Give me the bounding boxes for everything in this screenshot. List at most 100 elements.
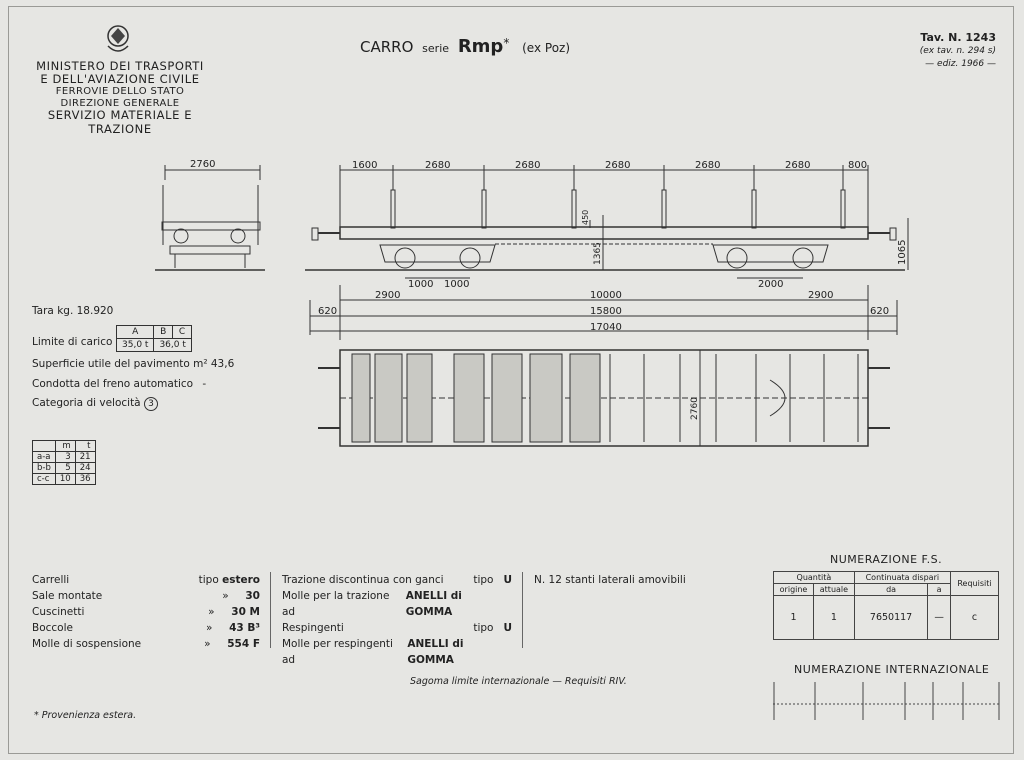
dim-top: 2680 <box>695 160 720 171</box>
list-item: Molle di sospensione» 554 F <box>32 636 260 652</box>
dim-plan-2760: 2760 <box>690 397 700 420</box>
h-quantita: Quantità <box>773 571 855 584</box>
mt-head: m <box>54 440 76 452</box>
condotta: Condotta del freno automatico - <box>32 378 206 390</box>
item-value: estero <box>222 574 260 586</box>
item-key: Carrelli <box>32 574 70 586</box>
dim-10000: 10000 <box>590 290 622 301</box>
num-cell: 1 <box>813 595 855 640</box>
tav-block: Tav. N. 1243 (ex tav. n. 294 s) — ediz. … <box>920 30 996 71</box>
categoria-value: 3 <box>143 397 158 411</box>
dim-bogie: 2000 <box>758 279 783 290</box>
superficie: Superficie utile del pavimento m² 43,6 <box>32 358 235 370</box>
item-value: ANELLI di GOMMA <box>407 638 464 666</box>
cap-head: A <box>115 325 155 339</box>
dim-end-width: 2760 <box>190 159 215 170</box>
h-attuale: attuale <box>813 583 855 596</box>
ministry-line: FERROVIE DELLO STATO <box>55 86 185 98</box>
num-cell: c <box>949 595 1000 640</box>
dim-top: 2680 <box>605 160 630 171</box>
side-view <box>305 165 909 340</box>
drawing-frame <box>8 6 1014 754</box>
title-name: Rmp <box>457 36 504 57</box>
numerazione-int-title: NUMERAZIONE INTERNAZIONALE <box>794 663 990 676</box>
numerazione-int-grid <box>773 682 1001 720</box>
item-key: Molle di sospensione <box>32 638 142 650</box>
plan-view <box>318 349 890 447</box>
dim-17040: 17040 <box>590 322 622 333</box>
dim-top: 1600 <box>352 160 377 171</box>
dim-620a: 620 <box>318 306 337 317</box>
mt-cell: b-b <box>32 462 56 474</box>
dim-2900a: 2900 <box>375 290 400 301</box>
condotta-value: - <box>202 378 207 390</box>
dim-620b: 620 <box>870 306 889 317</box>
item-key: Trazione discontinua con ganci <box>282 574 444 586</box>
limite-label: Limite di carico <box>32 336 113 348</box>
end-view <box>155 165 265 271</box>
item-value: 43 B³ <box>229 622 260 634</box>
tav-number: Tav. N. 1243 <box>920 31 996 44</box>
list-item: Sale montate» 30 <box>32 588 260 604</box>
divider <box>522 572 523 648</box>
item-mark: tipo <box>473 574 494 586</box>
stanti-note: N. 12 stanti laterali amovibili <box>534 574 686 586</box>
h-continuata: Continuata dispari <box>853 571 951 584</box>
item-mark: » <box>222 590 229 602</box>
dim-bogie: 1000 <box>408 279 433 290</box>
dim-1065: 1065 <box>897 240 908 265</box>
divider <box>270 572 271 648</box>
dim-15800: 15800 <box>590 306 622 317</box>
item-mark: tipo <box>473 622 494 634</box>
h-da: da <box>853 583 929 596</box>
categoria-label: Categoria di velocità <box>32 397 141 409</box>
dim-top: 800 <box>848 160 867 171</box>
h-origine: origine <box>772 583 815 596</box>
footnote: * Provenienza estera. <box>34 710 137 721</box>
numerazione-fs-title: NUMERAZIONE F.S. <box>830 553 943 566</box>
dim-2900b: 2900 <box>808 290 833 301</box>
list-item: Cuscinetti» 30 M <box>32 604 260 620</box>
mt-head: t <box>74 440 96 452</box>
mt-cell: 3 <box>54 451 76 463</box>
categoria: Categoria di velocità 3 <box>32 397 158 411</box>
list-item: Boccole» 43 B³ <box>32 620 260 636</box>
edition: — ediz. 1966 — <box>925 58 996 69</box>
cap-val: 36,0 t <box>153 338 192 352</box>
emblem-icon <box>107 25 129 52</box>
mt-cell: c-c <box>32 473 56 485</box>
item-value: ANELLI di GOMMA <box>405 590 462 618</box>
page-title: CARRO serie Rmp* (ex Poz) <box>360 36 570 57</box>
dim-1365: 1365 <box>593 242 603 265</box>
condotta-label: Condotta del freno automatico <box>32 378 194 390</box>
dim-top: 2680 <box>425 160 450 171</box>
num-cell: — <box>927 595 951 640</box>
item-key: Cuscinetti <box>32 606 85 618</box>
tav-sub: (ex tav. n. 294 s) <box>919 46 996 57</box>
item-mark: » <box>205 622 213 634</box>
sagoma-note: Sagoma limite internazionale — Requisiti… <box>410 676 627 687</box>
mt-cell: a-a <box>32 451 56 463</box>
mt-cell: 36 <box>74 473 96 485</box>
h-a: a <box>927 583 951 596</box>
dim-450: 450 <box>581 210 590 225</box>
item-key: Respingenti <box>282 622 344 634</box>
dim-bogie: 1000 <box>444 279 469 290</box>
numerazione-fs-table: Quantità Continuata dispari Requisiti or… <box>772 571 1000 640</box>
item-value: 30 <box>245 590 260 602</box>
tara: Tara kg. 18.920 <box>32 305 114 317</box>
ministry-line: E DELL'AVIAZIONE CIVILE <box>40 72 200 87</box>
dim-top: 2680 <box>515 160 540 171</box>
ministry-block: MINISTERO DEI TRASPORTI E DELL'AVIAZIONE… <box>22 22 218 136</box>
mt-cell: 24 <box>74 462 96 474</box>
num-cell: 7650117 <box>853 595 929 640</box>
h-requisiti: Requisiti <box>949 571 1000 596</box>
cap-head: C <box>172 325 192 339</box>
